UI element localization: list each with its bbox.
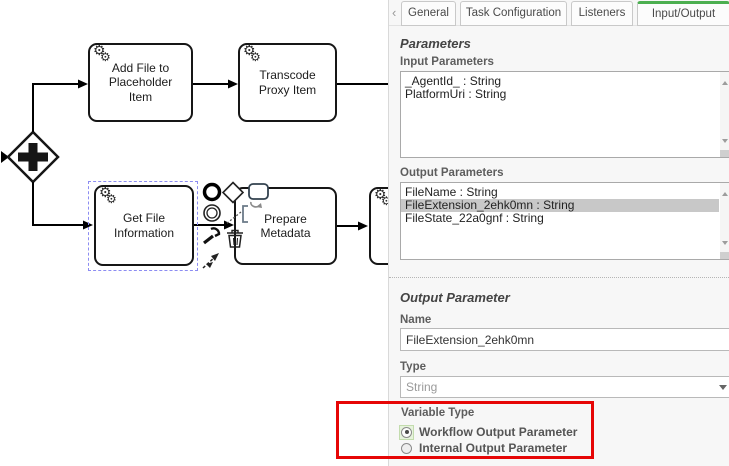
list-item[interactable]: PlatformUri : String [405,87,507,101]
gear-glyph: ⚙ [93,42,106,58]
gear-glyph: ⚙ [243,42,256,58]
trash-icon[interactable] [227,229,243,248]
type-label: Type [400,361,426,373]
append-end-event-icon[interactable] [202,182,222,202]
radio-workflow-output-parameter[interactable]: Workflow Output Parameter [399,424,577,440]
radio-unselected-icon[interactable] [399,441,414,456]
scrollbar-thumb[interactable] [720,252,729,259]
append-task-icon[interactable] [248,183,269,200]
task-label: Transcode Proxy Item [258,68,317,97]
list-item[interactable]: FileName : String [405,185,498,199]
tab-listeners[interactable]: Listeners [571,1,633,26]
task-label: Prepare Metadata [260,211,311,240]
scroll-up-icon[interactable] [722,81,728,85]
bpmn-canvas[interactable]: ⚙ ⚙ Add File to Placeholder Item ⚙ ⚙ Tra… [0,0,388,466]
task-add-file-to-placeholder-item[interactable]: ⚙ ⚙ Add File to Placeholder Item [88,42,193,122]
task-get-file-information[interactable]: ⚙ ⚙ Get File Information [94,184,194,266]
task-prepare-metadata[interactable]: Prepare Metadata [234,187,337,265]
properties-panel: ‹ General Task Configuration Listeners I… [388,0,729,466]
service-task-gear-icon: ⚙ ⚙ [93,42,119,71]
service-task-gear-icon: ⚙ ⚙ [374,186,388,215]
scroll-up-icon[interactable] [722,192,728,196]
name-input[interactable] [400,328,729,351]
type-select-value: String [406,380,438,394]
task-transcode-proxy-item[interactable]: ⚙ ⚙ Transcode Proxy Item [238,42,337,122]
tab-task-configuration[interactable]: Task Configuration [460,1,567,26]
list-item[interactable]: FileState_22a0gnf : String [405,211,544,225]
tab-input-output[interactable]: Input/Output [637,1,729,26]
parameters-heading: Parameters [400,36,471,51]
radio-selected-icon[interactable] [399,424,414,440]
section-divider [389,277,729,278]
output-parameters-list[interactable]: FileName : String FileExtension_2ehk0mn … [400,182,729,260]
wrench-icon[interactable] [203,227,221,245]
incoming-flow-arrowhead [1,151,9,163]
gear-glyph: ⚙ [381,194,388,208]
scroll-down-icon[interactable] [722,241,728,245]
variable-type-label: Variable Type [401,407,475,419]
gear-glyph: ⚙ [100,50,111,64]
service-task-gear-icon: ⚙ ⚙ [99,184,125,213]
task-partial-right[interactable]: ⚙ ⚙ [369,186,388,265]
append-intermediate-event-icon[interactable] [203,204,221,222]
chevron-down-icon [719,385,727,390]
replace-arrow-icon[interactable] [250,201,262,208]
list-item-selected[interactable]: FileExtension_2ehk0mn : String [401,199,719,212]
scrollbar[interactable] [720,72,729,157]
tabs-scroll-left-icon[interactable]: ‹ [392,5,397,20]
gear-glyph: ⚙ [250,50,261,64]
append-gateway-icon[interactable] [221,181,245,204]
tab-general[interactable]: General [401,1,456,26]
scrollbar[interactable] [720,183,729,259]
scrollbar-thumb[interactable] [720,150,729,157]
output-parameter-heading: Output Parameter [400,290,510,305]
gear-glyph: ⚙ [99,184,112,200]
flow-gateway-to-add-file[interactable] [32,79,88,133]
text-annotation-icon[interactable] [225,205,248,225]
list-item[interactable]: _AgentId_ : String [405,74,502,88]
task-label: Add File to Placeholder Item [108,61,173,104]
flow-add-file-to-transcode[interactable] [193,79,238,89]
name-label: Name [400,314,432,326]
radio-label: Workflow Output Parameter [419,425,578,439]
gear-glyph: ⚙ [106,192,117,206]
radio-label: Internal Output Parameter [419,441,568,455]
output-parameters-label: Output Parameters [400,167,504,179]
gear-glyph: ⚙ [374,186,387,202]
task-label: Get File Information [113,211,175,240]
type-select[interactable]: String [400,376,729,398]
context-pad [202,181,269,269]
service-task-gear-icon: ⚙ ⚙ [243,42,269,71]
selection-outline [88,181,198,271]
sequence-flows-layer [1,79,388,231]
flow-get-file-to-prepare[interactable] [194,220,234,230]
tab-bar: ‹ General Task Configuration Listeners I… [389,0,729,26]
radio-internal-output-parameter[interactable]: Internal Output Parameter [399,440,567,456]
scroll-down-icon[interactable] [722,139,728,143]
connect-tool-icon[interactable] [202,253,219,269]
flow-prepare-out[interactable] [337,221,368,231]
input-parameters-label: Input Parameters [400,56,494,68]
input-parameters-list[interactable]: _AgentId_ : String PlatformUri : String [400,71,729,158]
